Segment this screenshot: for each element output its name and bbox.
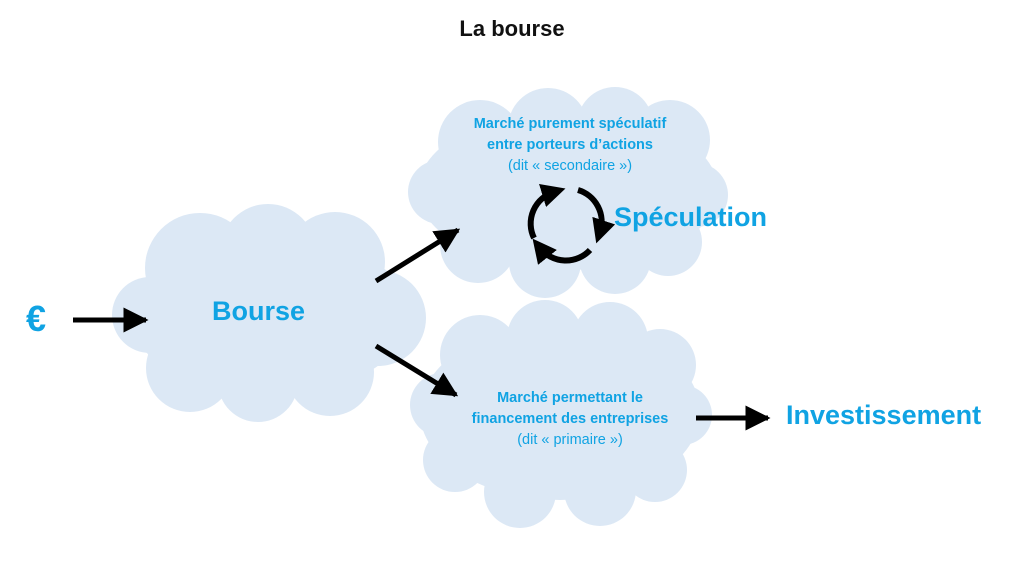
page-title: La bourse xyxy=(459,16,565,41)
bourse-label: Bourse xyxy=(212,296,306,326)
arrow-bourse-to-primary xyxy=(374,343,459,398)
primary-market-cloud xyxy=(410,300,712,528)
investissement-label: Investissement xyxy=(786,400,982,430)
primary-market-line3: (dit « primaire ») xyxy=(517,432,623,448)
secondary-market-line2: entre porteurs d’actions xyxy=(487,137,653,153)
primary-market-line2: financement des entreprises xyxy=(471,411,669,427)
secondary-market-text: Marché purement spéculatif entre porteur… xyxy=(420,114,720,177)
secondary-market-line3: (dit « secondaire ») xyxy=(507,158,633,174)
speculation-label: Spéculation xyxy=(614,202,768,232)
bourse-cloud xyxy=(112,204,426,422)
secondary-market-line1: Marché purement spéculatif xyxy=(473,116,667,132)
primary-market-line1: Marché permettant le xyxy=(497,390,643,406)
arrow-bourse-to-secondary xyxy=(374,227,461,284)
euro-label: € xyxy=(26,298,47,339)
refresh-cycle-icon xyxy=(527,184,616,265)
primary-market-text: Marché permettant le financement des ent… xyxy=(420,388,720,451)
